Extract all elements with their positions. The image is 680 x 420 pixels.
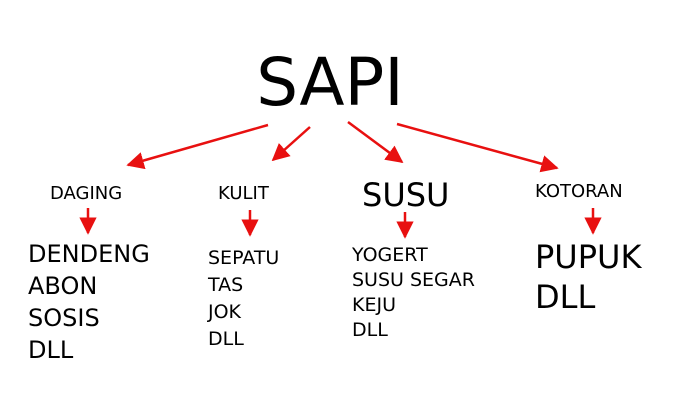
list-item: SOSIS [28, 304, 100, 332]
list-item: JOK [207, 301, 242, 323]
branch-label-kulit: KULIT [218, 183, 270, 204]
arrow-root-to-susu [347, 120, 404, 164]
branch-label-daging: DAGING [50, 183, 122, 204]
list-item: DLL [208, 328, 244, 350]
arrow-root-to-kotoran [396, 122, 559, 173]
list-item: KEJU [352, 294, 396, 316]
root-node: SAPI [256, 44, 404, 121]
list-item: DLL [352, 319, 388, 341]
list-item: DENDENG [28, 240, 150, 268]
arrow-root-to-daging [126, 123, 269, 170]
list-item: PUPUK [535, 238, 642, 276]
list-item: ABON [28, 272, 97, 300]
arrow-root-to-kulit [271, 126, 311, 162]
list-item: SEPATU [208, 247, 279, 269]
list-item: DLL [28, 336, 74, 364]
list-item: DLL [535, 278, 595, 316]
branch-label-susu: SUSU [362, 176, 449, 214]
list-item: YOGERT [351, 244, 428, 266]
branch-label-kotoran: KOTORAN [535, 181, 623, 202]
list-item: TAS [207, 274, 243, 296]
list-item: SUSU SEGAR [352, 269, 475, 291]
